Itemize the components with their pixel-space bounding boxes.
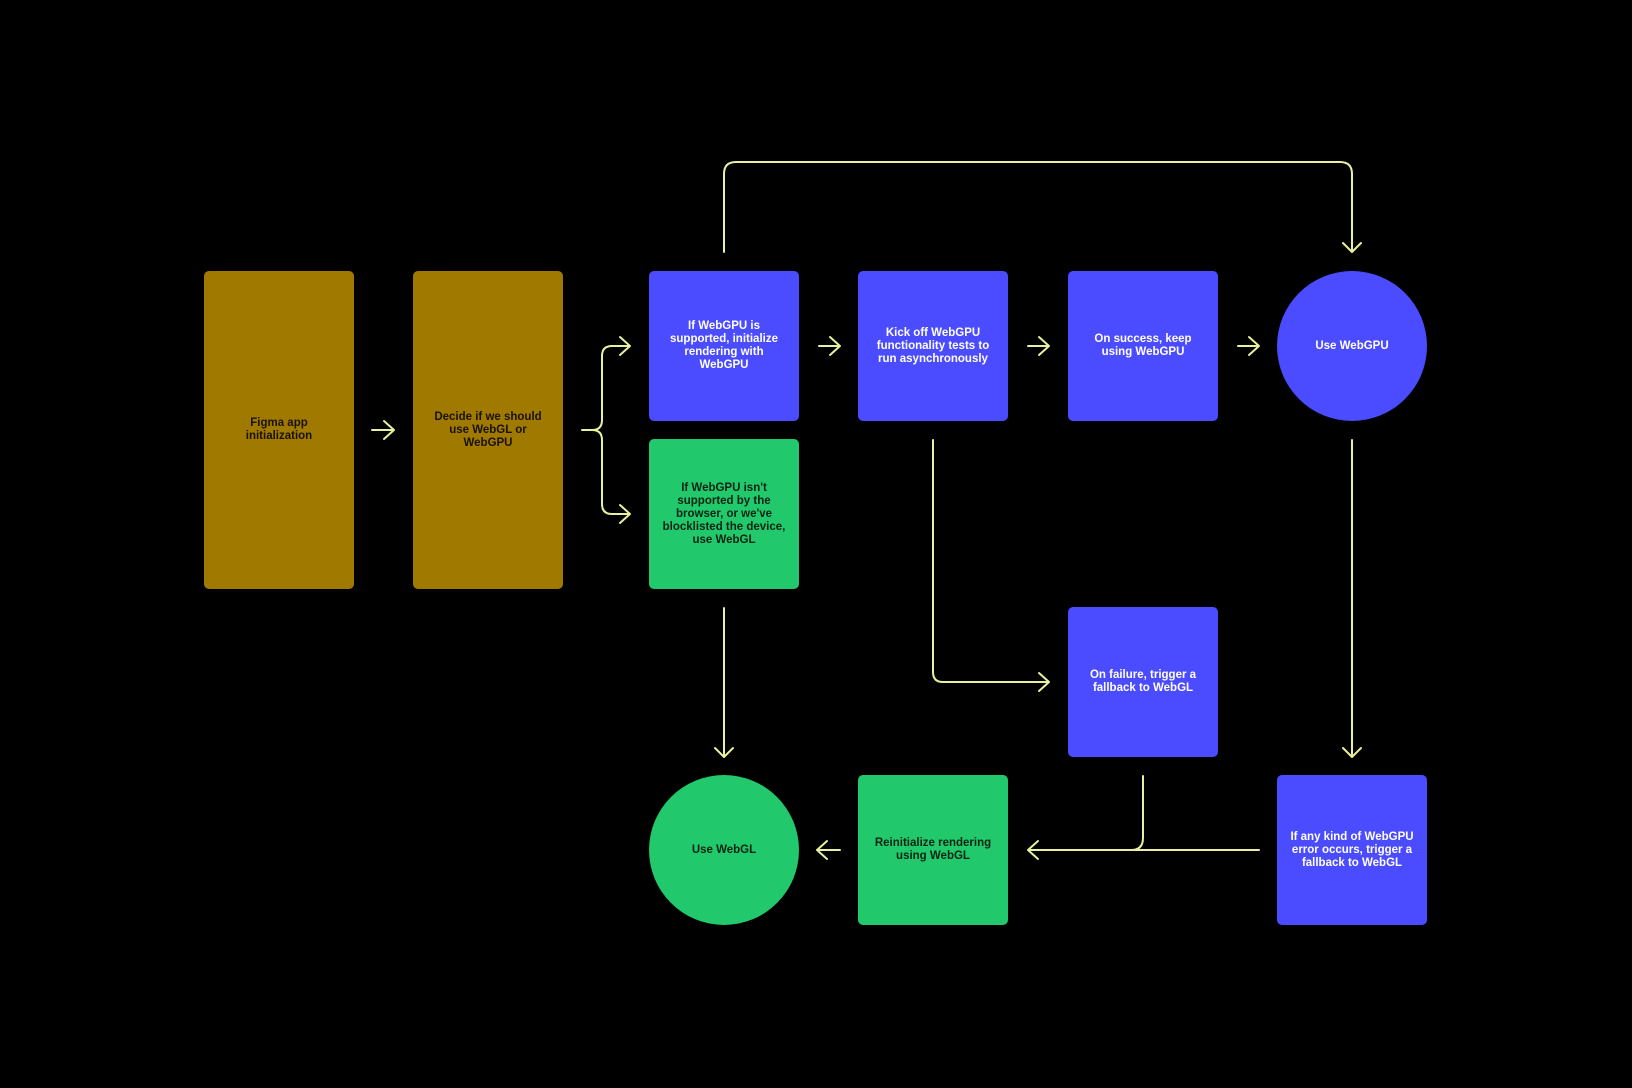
functionality-tests-label: Kick off WebGPU functionality tests to r… — [876, 326, 990, 365]
use-webgpu-node: Use WebGPU — [1277, 271, 1427, 421]
webgpu-error-node: If any kind of WebGPU error occurs, trig… — [1277, 775, 1427, 925]
functionality-tests-node: Kick off WebGPU functionality tests to r… — [858, 271, 1008, 421]
arrow-supported-to-tests — [818, 336, 841, 356]
arrow-tests-to-failure — [932, 439, 1050, 692]
webgpu-error-label: If any kind of WebGPU error occurs, trig… — [1290, 830, 1414, 869]
on-failure-label: On failure, trigger a fallback to WebGL — [1089, 669, 1197, 694]
arrow-failure-join — [1130, 775, 1144, 851]
reinitialize-webgl-node: Reinitialize rendering using WebGL — [858, 775, 1008, 925]
arrow-supported-to-use-webgpu — [723, 161, 1362, 253]
on-failure-node: On failure, trigger a fallback to WebGL — [1068, 607, 1218, 757]
arrow-use-webgpu-to-error — [1342, 439, 1362, 758]
use-webgl-node: Use WebGL — [649, 775, 799, 925]
arrow-reinitialize-to-use-webgl — [816, 840, 841, 860]
arrow-success-to-use-webgpu — [1237, 336, 1260, 356]
arrow-not-supported-to-use-webgl — [714, 607, 734, 758]
use-webgl-label: Use WebGL — [691, 843, 757, 856]
reinitialize-webgl-label: Reinitialize rendering using WebGL — [874, 837, 992, 862]
figma-app-init-node: Figma app initialization — [204, 271, 354, 589]
arrow-error-to-reinitialize — [1027, 840, 1260, 860]
webgpu-supported-node: If WebGPU is supported, initialize rende… — [649, 271, 799, 421]
arrow-tests-to-success — [1027, 336, 1050, 356]
on-success-node: On success, keep using WebGPU — [1068, 271, 1218, 421]
use-webgpu-label: Use WebGPU — [1315, 339, 1389, 352]
figma-app-init-label: Figma app initialization — [245, 417, 313, 442]
webgpu-not-supported-node: If WebGPU isn't supported by the browser… — [649, 439, 799, 589]
arrow-init-to-decide — [371, 420, 395, 440]
webgpu-supported-label: If WebGPU is supported, initialize rende… — [670, 320, 778, 371]
branch-bracket — [581, 336, 631, 524]
decide-renderer-label: Decide if we should use WebGL or WebGPU — [434, 410, 542, 449]
decide-renderer-node: Decide if we should use WebGL or WebGPU — [413, 271, 563, 589]
on-success-label: On success, keep using WebGPU — [1094, 333, 1192, 358]
webgpu-not-supported-label: If WebGPU isn't supported by the browser… — [662, 481, 786, 546]
